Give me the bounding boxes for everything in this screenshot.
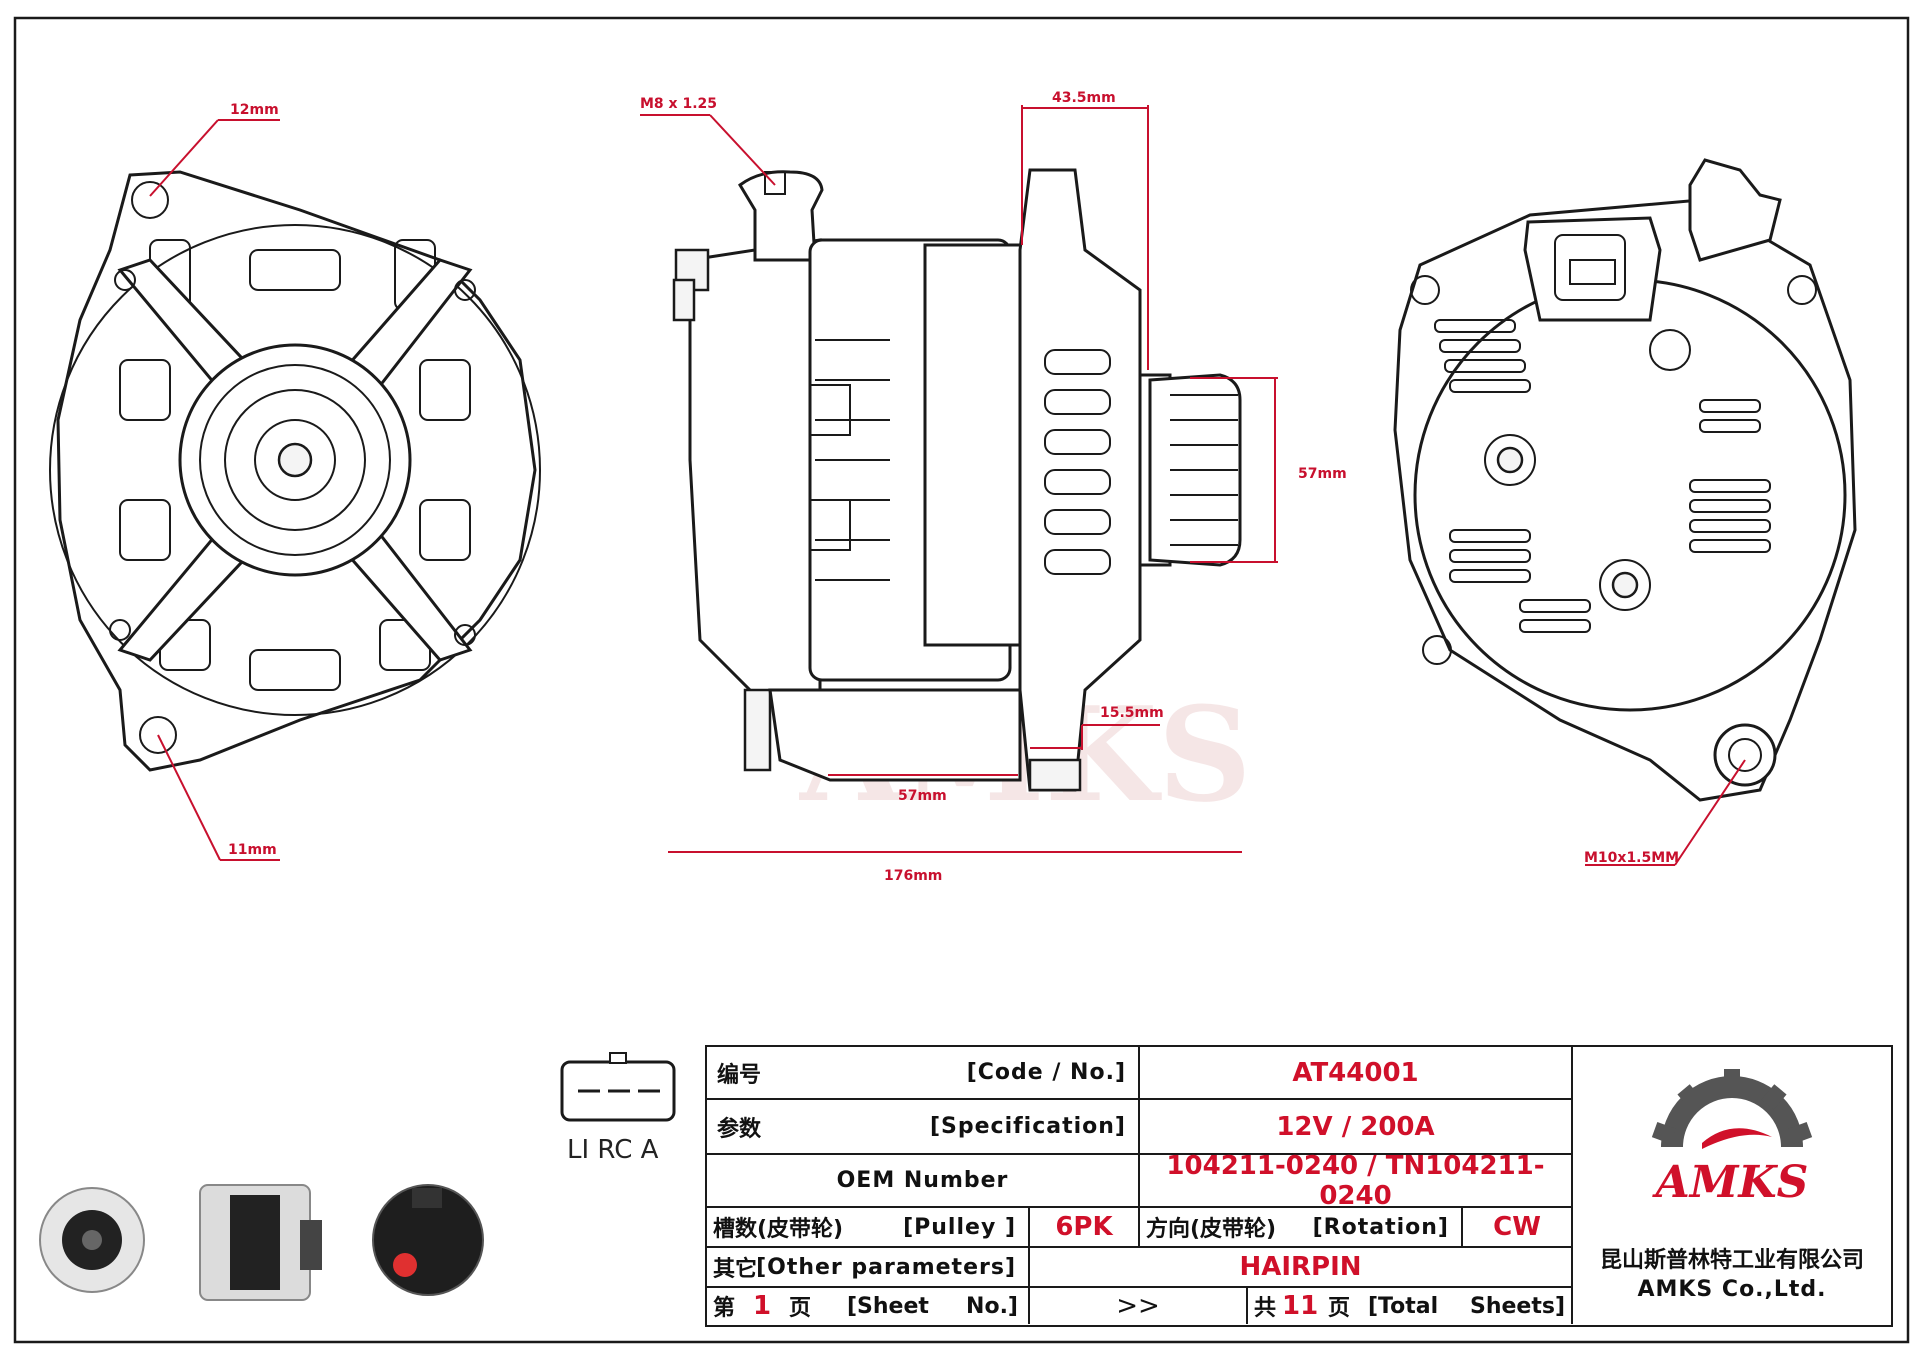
- pulley-en: [Pulley ]: [903, 1214, 1016, 1240]
- rotation-value: CW: [1493, 1212, 1541, 1242]
- dim-pulley-dia: 57mm: [1190, 377, 1347, 563]
- rotation-en: [Rotation]: [1312, 1214, 1449, 1240]
- oem-label: OEM Number: [836, 1168, 1009, 1193]
- company-name-zh: 昆山斯普林特工业有限公司: [1599, 1248, 1864, 1273]
- row-oem-value: 104211-0240 / TN104211-0240: [1140, 1151, 1573, 1211]
- sheet-arrow: >>: [1116, 1291, 1160, 1321]
- dim-57mm-pulley: 57mm: [1298, 466, 1347, 482]
- row-pulley-value: 6PK: [1030, 1208, 1140, 1248]
- dim-flange-pulley: 43.5mm: [1021, 90, 1149, 370]
- total-zh-prefix: 共: [1254, 1296, 1277, 1321]
- dim-front-bottom: 11mm: [157, 734, 280, 861]
- dim-176mm: 176mm: [884, 868, 942, 884]
- code-value: AT44001: [1292, 1057, 1419, 1088]
- other-value: HAIRPIN: [1239, 1252, 1362, 1282]
- sheet-number: 1: [753, 1291, 772, 1321]
- dim-43-5mm: 43.5mm: [1052, 90, 1116, 106]
- dim-rear-thread: M10x1.5MM: [1584, 759, 1746, 866]
- rotation-zh: 方向(皮带轮): [1146, 1217, 1277, 1242]
- dim-stud-thread: M8 x 1.25: [640, 96, 776, 186]
- thumbnail-front: [39, 1187, 145, 1293]
- row-oem-label: OEM Number: [707, 1155, 1140, 1208]
- code-zh: 编号: [717, 1062, 762, 1088]
- spec-zh: 参数: [717, 1116, 762, 1142]
- thumbnail-side: [199, 1184, 322, 1301]
- spec-value: 12V / 200A: [1276, 1111, 1435, 1142]
- connector-symbol: LI RC A: [560, 1052, 676, 1165]
- thumbnail-rear: [372, 1184, 484, 1296]
- row-total-label: 共 11 页 [Total Sheets]: [1248, 1288, 1573, 1324]
- side-view: [672, 168, 1242, 792]
- dim-front-top: 12mm: [149, 102, 280, 197]
- row-rotation-label: 方向(皮带轮) [Rotation]: [1140, 1208, 1463, 1248]
- row-other-label: 其它 [Other parameters]: [707, 1248, 1030, 1288]
- row-rotation-value: CW: [1463, 1208, 1573, 1248]
- spec-table: 编号 [Code / No.] AT44001 参数 [Specificatio…: [705, 1045, 1893, 1327]
- pulley-value: 6PK: [1055, 1212, 1113, 1242]
- row-spec-value: 12V / 200A: [1140, 1100, 1573, 1155]
- dim-57mm-mount: 57mm: [898, 788, 947, 804]
- oem-value: 104211-0240 / TN104211-0240: [1166, 1150, 1545, 1211]
- total-en: [Total: [1368, 1293, 1439, 1319]
- pulley-zh: 槽数(皮带轮): [713, 1217, 844, 1242]
- row-other-value: HAIRPIN: [1030, 1248, 1573, 1288]
- company-name-en: AMKS Co.,Ltd.: [1637, 1277, 1827, 1302]
- row-code-value: AT44001: [1140, 1047, 1573, 1100]
- sheet-en2: No.]: [966, 1293, 1018, 1319]
- row-code-label: 编号 [Code / No.]: [707, 1047, 1140, 1100]
- dim-overall: 176mm: [668, 851, 1242, 884]
- code-en: [Code / No.]: [966, 1060, 1126, 1085]
- row-sheet-label: 第 1 页 [Sheet No.]: [707, 1288, 1030, 1324]
- dim-m10: M10x1.5MM: [1584, 850, 1679, 866]
- sheet-zh-prefix: 第: [713, 1296, 736, 1321]
- sheet-border: [13, 16, 1910, 1344]
- sheet-en: [Sheet: [847, 1293, 929, 1319]
- logo-text: AMKS: [1652, 1157, 1809, 1207]
- dim-mount-spacing: 57mm: [828, 774, 1018, 804]
- total-zh-page: 页: [1328, 1296, 1351, 1321]
- dim-11mm: 11mm: [228, 842, 277, 858]
- spec-en: [Specification]: [929, 1114, 1126, 1139]
- company-block: AMKS 昆山斯普林特工业有限公司 AMKS Co.,Ltd.: [1573, 1047, 1891, 1324]
- connector-label: LI RC A: [567, 1135, 659, 1165]
- sheet-zh-page: 页: [789, 1296, 812, 1321]
- dim-ear-thickness: 15.5mm: [1030, 705, 1164, 750]
- total-en2: Sheets]: [1469, 1293, 1565, 1319]
- total-number: 11: [1282, 1291, 1319, 1321]
- amks-logo: AMKS: [1651, 1069, 1813, 1207]
- front-view: [49, 170, 541, 772]
- dim-15-5mm: 15.5mm: [1100, 705, 1164, 721]
- row-spec-label: 参数 [Specification]: [707, 1100, 1140, 1155]
- dim-12mm: 12mm: [230, 102, 279, 118]
- row-pulley-label: 槽数(皮带轮) [Pulley ]: [707, 1208, 1030, 1248]
- other-zh: 其它: [713, 1257, 758, 1282]
- rear-view: [1393, 158, 1857, 802]
- dim-m8: M8 x 1.25: [640, 96, 717, 112]
- row-sheet-arrow: >>: [1030, 1288, 1248, 1324]
- other-en: [Other parameters]: [756, 1254, 1016, 1280]
- gear-icon: [1651, 1069, 1813, 1149]
